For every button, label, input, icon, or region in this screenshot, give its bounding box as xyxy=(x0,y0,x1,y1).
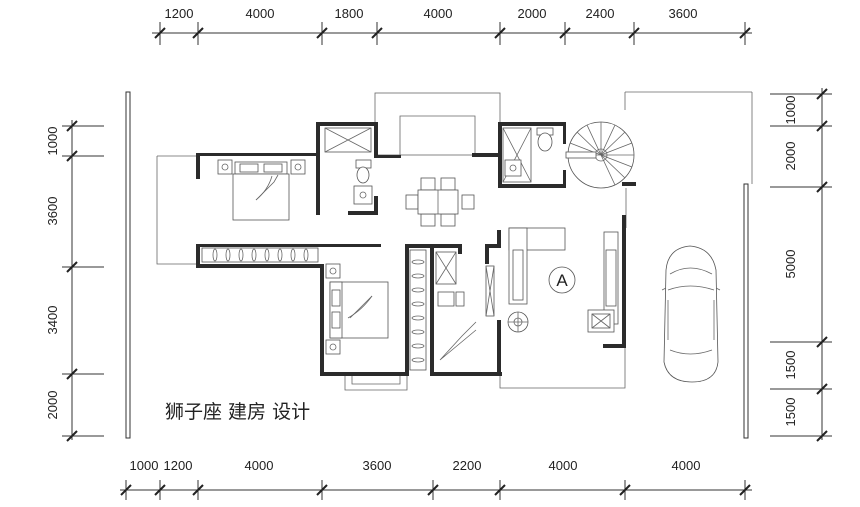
dim-top-7: 3600 xyxy=(669,6,698,21)
walls xyxy=(196,122,636,376)
dim-bottom-7: 4000 xyxy=(672,458,701,473)
corridor-wardrobe xyxy=(201,247,319,263)
dim-right-5: 1500 xyxy=(783,398,798,427)
dim-right-3: 5000 xyxy=(783,250,798,279)
dim-top-4: 4000 xyxy=(424,6,453,21)
dimension-left: 1000 3600 3400 2000 xyxy=(45,120,104,442)
dim-bottom-1: 1000 xyxy=(130,458,159,473)
room-label: A xyxy=(556,271,568,290)
dim-bottom-2: 1200 xyxy=(164,458,193,473)
dim-left-3: 3400 xyxy=(45,306,60,335)
dim-right-2: 2000 xyxy=(783,142,798,171)
dim-top-3: 1800 xyxy=(335,6,364,21)
bedroom-2 xyxy=(325,249,427,371)
dim-bottom-4: 3600 xyxy=(363,458,392,473)
car-icon xyxy=(661,245,721,383)
dimension-top: 1200 4000 1800 4000 2000 2400 3600 xyxy=(152,6,752,45)
dim-top-5: 2000 xyxy=(518,6,547,21)
bathroom-3 xyxy=(435,251,495,361)
dim-right-4: 1500 xyxy=(783,351,798,380)
bedroom-1 xyxy=(217,159,306,221)
dim-left-4: 2000 xyxy=(45,391,60,420)
room-label-circle xyxy=(548,266,576,294)
dim-top-2: 4000 xyxy=(246,6,275,21)
dim-top-1: 1200 xyxy=(165,6,194,21)
dim-top-6: 2400 xyxy=(586,6,615,21)
bathroom-2 xyxy=(502,127,554,183)
dim-right-1: 1000 xyxy=(783,96,798,125)
dim-bottom-3: 4000 xyxy=(245,458,274,473)
dim-left-2: 3600 xyxy=(45,197,60,226)
spiral-stair xyxy=(565,121,635,189)
dimension-bottom: 1000 1200 4000 3600 2200 4000 4000 xyxy=(120,458,752,500)
dining-table xyxy=(405,177,475,227)
plan-title: 狮子座 建房 设计 xyxy=(165,401,310,423)
dim-bottom-6: 4000 xyxy=(549,458,578,473)
site-boundary xyxy=(125,91,753,439)
dim-left-1: 1000 xyxy=(45,127,60,156)
living-room: A xyxy=(507,227,619,333)
dim-bottom-5: 2200 xyxy=(453,458,482,473)
dimension-right: 1000 2000 5000 1500 1500 xyxy=(770,88,832,442)
bathroom-1 xyxy=(324,127,373,205)
